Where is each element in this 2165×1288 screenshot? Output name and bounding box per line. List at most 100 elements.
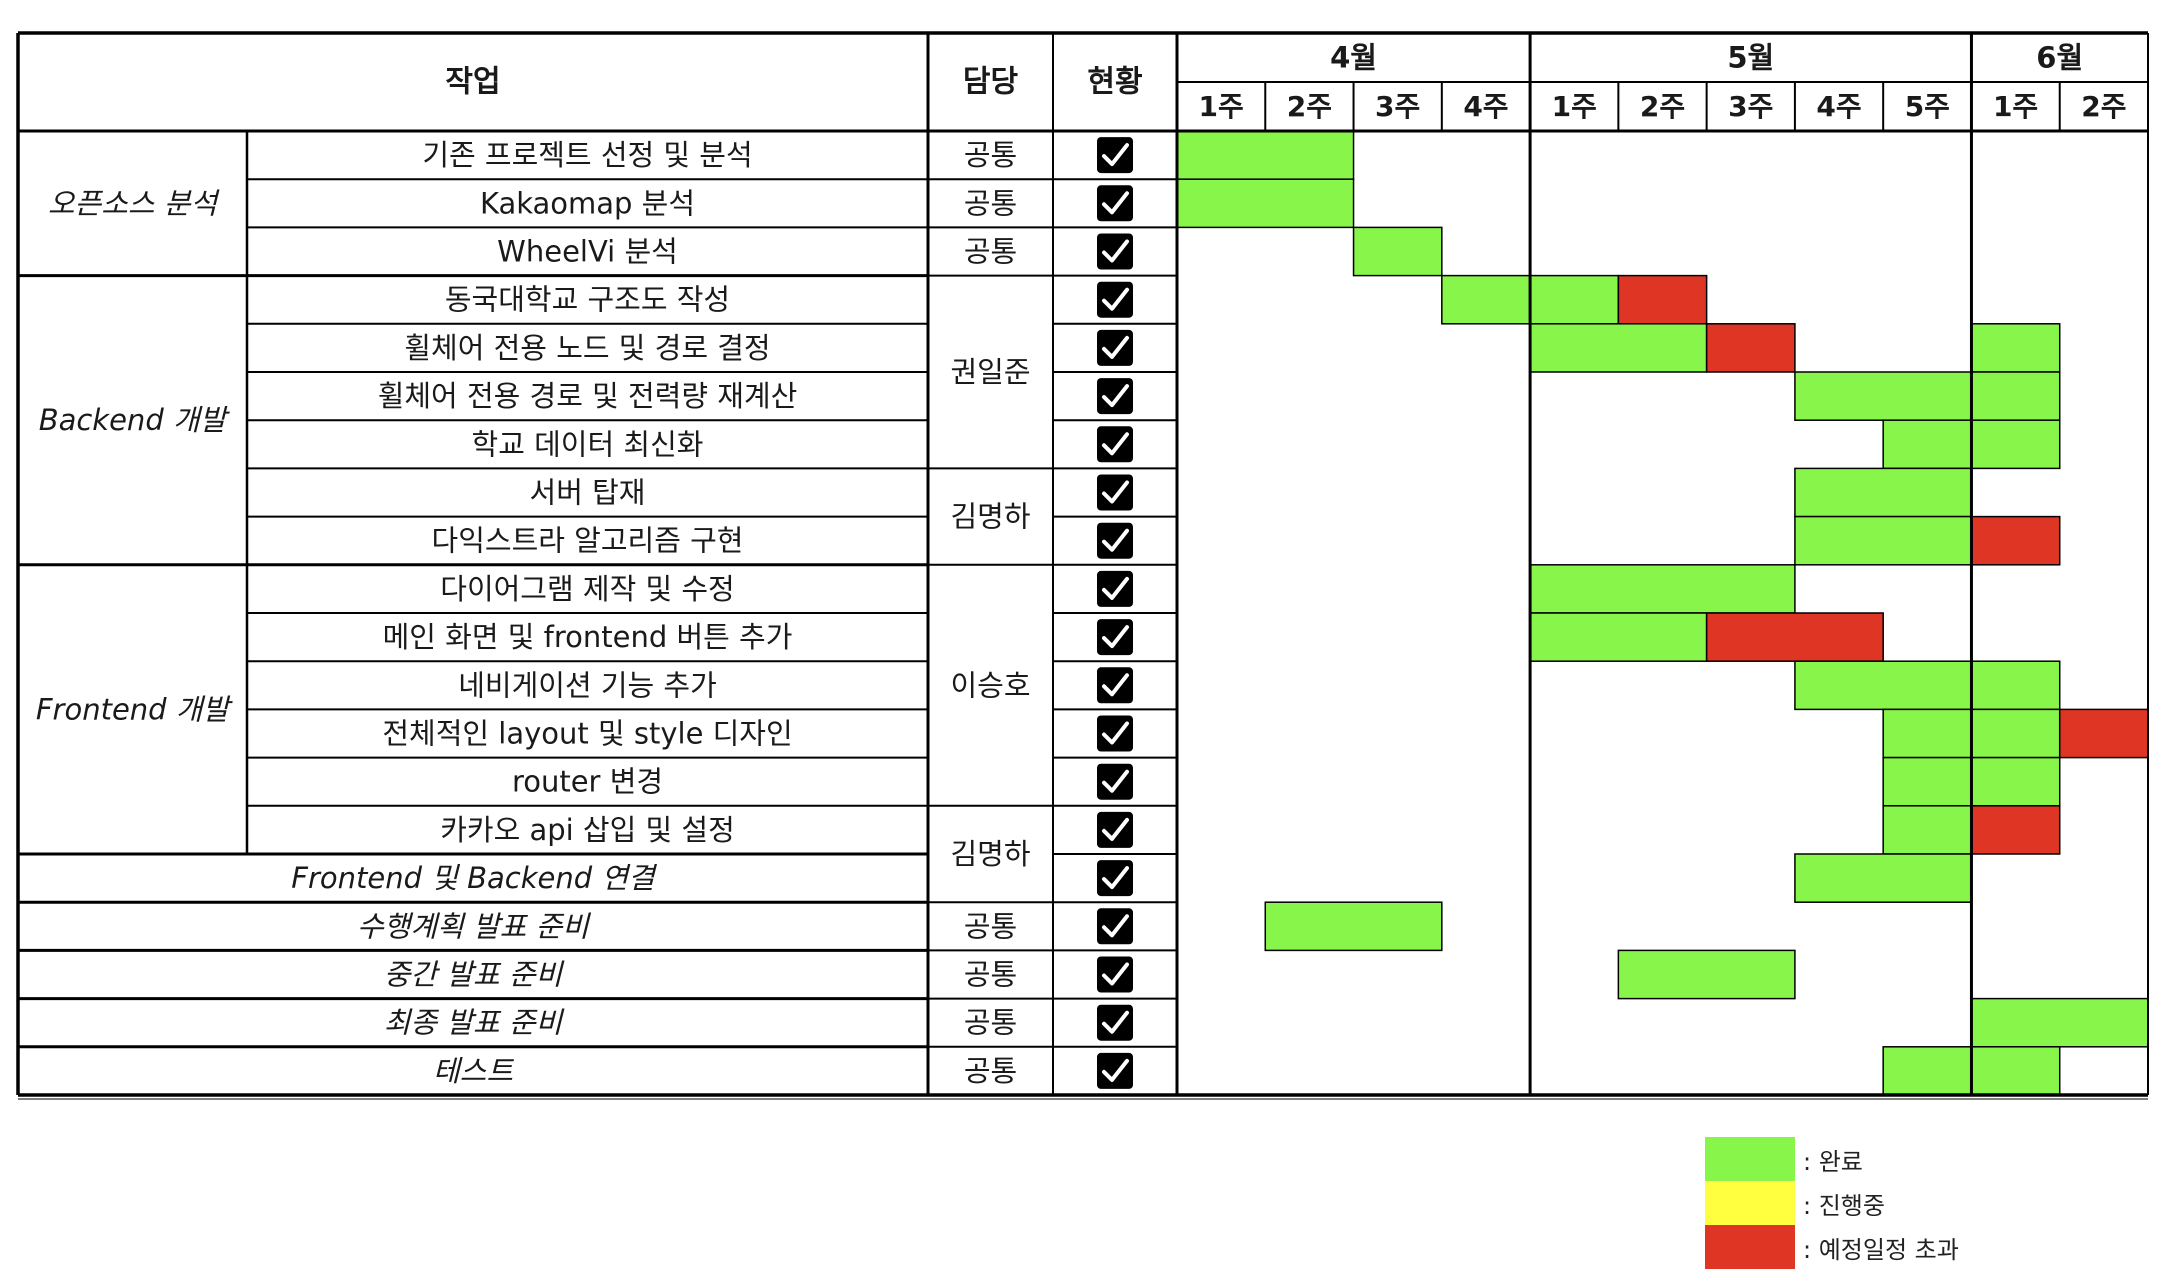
task-name: 학교 데이터 최신화: [472, 427, 704, 461]
standalone-task-label: 중간 발표 준비: [384, 958, 565, 992]
task-name: 기존 프로젝트 선정 및 분석: [422, 138, 752, 172]
category-label: 오픈소스 분석: [48, 186, 221, 220]
gantt-bar-overdue: [1705, 323, 1796, 373]
standalone-task-label: 수행계획 발표 준비: [357, 909, 591, 943]
checkmark-icon: [1102, 1058, 1129, 1082]
checkmark-icon: [1102, 239, 1129, 263]
owner-label: 공통: [964, 235, 1017, 269]
gantt-bar-done: [1352, 226, 1443, 277]
legend-swatch-in-progress: [1705, 1181, 1795, 1225]
task-name: 전체적인 layout 및 style 디자인: [382, 717, 792, 751]
gantt-bar-done: [1529, 564, 1796, 614]
gantt-bar-overdue: [2058, 708, 2149, 759]
gantt-bar-overdue: [1617, 274, 1708, 325]
gantt-bar-done: [1617, 949, 1796, 1000]
owner-label: 공통: [964, 1054, 1017, 1088]
category-label: Frontend 개발: [36, 692, 234, 726]
owner-label: 공통: [964, 186, 1017, 220]
task-name: 메인 화면 및 frontend 버튼 추가: [383, 620, 793, 654]
checkmark-icon: [1102, 817, 1129, 841]
header-owner: 담당: [963, 65, 1019, 100]
status-legend: : 완료 : 진행중 : 예정일정 초과: [1705, 1137, 1959, 1269]
checkmark-icon: [1102, 769, 1129, 793]
gantt-bar-done: [1176, 178, 1355, 229]
task-name: 동국대학교 구조도 작성: [445, 283, 730, 317]
gantt-bar-overdue: [1970, 515, 2061, 566]
checkmark-icon: [1102, 432, 1129, 456]
owner-label: 이승호: [950, 668, 1030, 702]
week-header: 1주: [1552, 90, 1597, 123]
standalone-task-label: Frontend 및 Backend 연결: [291, 861, 658, 895]
header-task: 작업: [445, 65, 500, 100]
category-label: Backend 개발: [39, 403, 231, 437]
gantt-bar-done: [1882, 805, 1973, 855]
legend-item-overdue: : 예정일정 초과: [1705, 1225, 1959, 1269]
task-name: 휠체어 전용 노드 및 경로 결정: [404, 331, 770, 365]
task-name: Kakaomap 분석: [480, 186, 695, 220]
task-name: WheelVi 분석: [497, 235, 678, 269]
legend-item-done: : 완료: [1705, 1137, 1959, 1181]
task-name: 다익스트라 알고리즘 구현: [432, 524, 744, 558]
gantt-bar-done: [1794, 853, 1973, 903]
gantt-bar-done: [1970, 323, 2061, 373]
legend-item-in-progress: : 진행중: [1705, 1181, 1959, 1225]
standalone-task-label: 최종 발표 준비: [384, 1006, 565, 1040]
task-name: 서버 탑재: [530, 476, 646, 510]
week-header: 1주: [1993, 90, 2038, 123]
checkmark-icon: [1102, 528, 1129, 552]
owner-label: 공통: [964, 909, 1017, 943]
owner-label: 권일준: [950, 355, 1030, 389]
gantt-bar-done: [1794, 467, 1973, 518]
checkmark-icon: [1102, 191, 1129, 215]
checkmark-icon: [1102, 625, 1129, 649]
checkmark-icon: [1102, 384, 1129, 408]
legend-label-done: : 완료: [1803, 1147, 1863, 1176]
week-header: 2주: [1640, 90, 1685, 123]
owner-label: 공통: [964, 1006, 1017, 1040]
task-name: router 변경: [512, 765, 663, 799]
month-header: 5월: [1727, 41, 1774, 75]
gantt-bar-done: [1264, 901, 1443, 952]
gantt-bar-done: [1794, 660, 2061, 711]
gantt-bar-done: [1176, 130, 1355, 180]
task-name: 휠체어 전용 경로 및 전력량 재계산: [378, 379, 798, 413]
owner-label: 공통: [964, 138, 1017, 172]
gantt-bar-done: [1794, 371, 2061, 421]
checkmark-icon: [1102, 287, 1129, 311]
checkmark-icon: [1102, 673, 1129, 697]
task-name: 카카오 api 삽입 및 설정: [440, 813, 735, 847]
gantt-bar-done: [1529, 612, 1708, 662]
owner-label: 공통: [964, 958, 1017, 992]
week-header: 2주: [1287, 90, 1332, 123]
legend-swatch-done: [1705, 1137, 1795, 1181]
owner-label: 김명하: [950, 500, 1030, 534]
legend-swatch-overdue: [1705, 1225, 1795, 1269]
week-header: 2주: [2081, 90, 2126, 123]
week-header: 4주: [1463, 90, 1508, 123]
week-header: 5주: [1905, 90, 1950, 123]
checkmark-icon: [1102, 721, 1129, 745]
standalone-task-label: 테스트: [433, 1054, 514, 1088]
gantt-bar-overdue: [1705, 612, 1884, 662]
legend-label-in-progress: : 진행중: [1803, 1191, 1885, 1220]
header-status: 현황: [1087, 65, 1142, 100]
checkmark-icon: [1102, 576, 1129, 600]
week-header: 1주: [1199, 90, 1244, 123]
gantt-bar-done: [1529, 323, 1708, 373]
checkmark-icon: [1102, 143, 1129, 167]
checkmark-icon: [1102, 962, 1129, 986]
checkmark-icon: [1102, 335, 1129, 359]
week-header: 3주: [1728, 90, 1773, 123]
month-header: 6월: [2036, 41, 2083, 75]
task-name: 다이어그램 제작 및 수정: [440, 572, 734, 606]
week-header: 4주: [1816, 90, 1861, 123]
checkmark-icon: [1102, 480, 1129, 504]
week-header: 3주: [1375, 90, 1420, 123]
checkmark-icon: [1102, 914, 1129, 938]
legend-label-overdue: : 예정일정 초과: [1803, 1235, 1959, 1264]
task-name: 네비게이션 기능 추가: [458, 668, 717, 702]
gantt-bar-done: [1794, 515, 1973, 566]
checkmark-icon: [1102, 1010, 1129, 1034]
gantt-bar-done: [1970, 997, 2149, 1048]
